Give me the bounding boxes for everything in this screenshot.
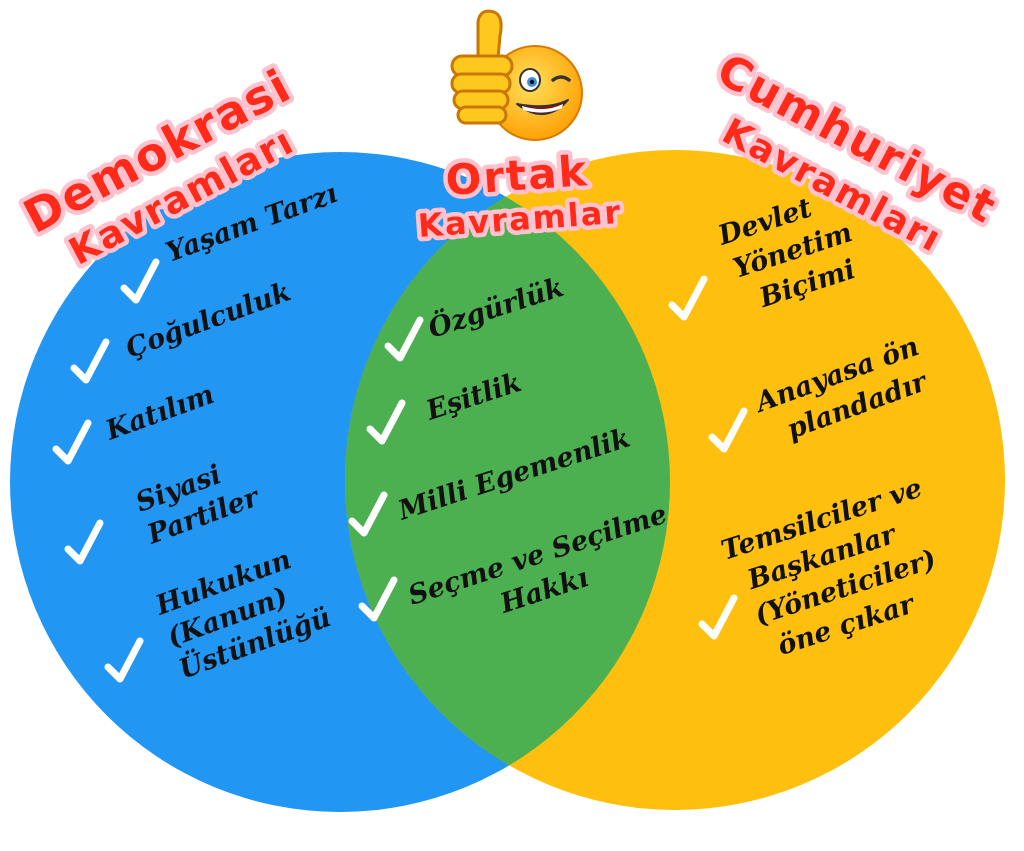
check-icon bbox=[358, 576, 398, 622]
common-overlap-region bbox=[345, 152, 670, 810]
check-icon bbox=[104, 637, 144, 683]
check-icon bbox=[384, 316, 424, 362]
check-icon bbox=[64, 519, 104, 565]
check-icon bbox=[708, 407, 748, 453]
check-icon bbox=[668, 275, 708, 321]
check-icon bbox=[366, 399, 406, 445]
common-title-line1: Ortak bbox=[444, 146, 590, 205]
check-icon bbox=[348, 491, 388, 537]
check-icon bbox=[698, 594, 738, 640]
thumbs-up-winking-smiley-icon bbox=[450, 9, 583, 141]
check-icon bbox=[52, 419, 92, 465]
check-icon bbox=[120, 258, 160, 304]
check-icon bbox=[70, 338, 110, 384]
